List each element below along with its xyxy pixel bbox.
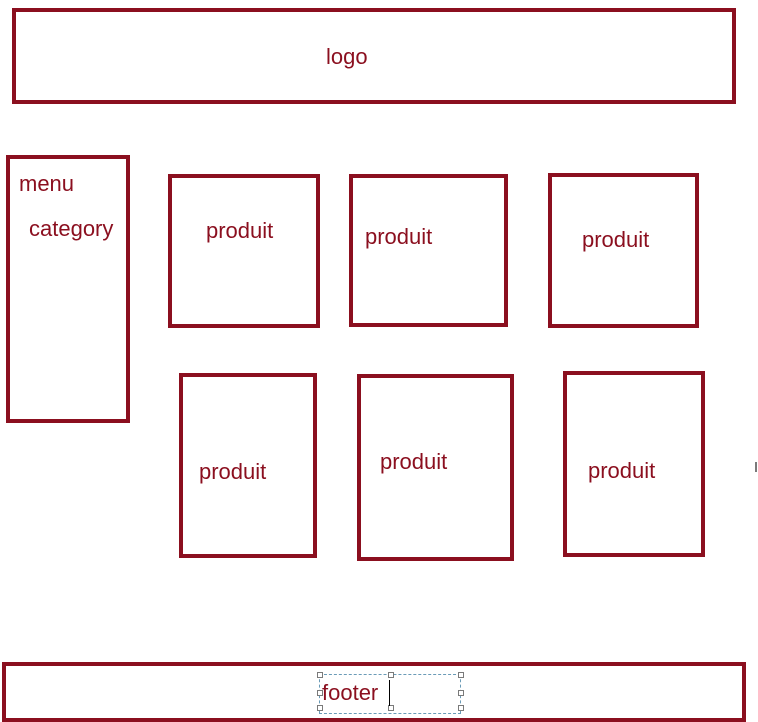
product-label-4: produit	[199, 459, 267, 484]
product-label-5: produit	[380, 449, 448, 474]
resize-handle-middle-right[interactable]	[458, 690, 464, 696]
product-label-1: produit	[206, 218, 274, 243]
product-box-1	[168, 174, 320, 328]
product-label-3: produit	[582, 227, 650, 252]
product-box-6	[563, 371, 705, 557]
product-box-5	[357, 374, 514, 561]
text-caret	[389, 680, 390, 706]
footer-label[interactable]: footer	[322, 680, 379, 705]
edge-marker	[755, 462, 757, 472]
logo-header-box	[12, 8, 736, 104]
resize-handle-middle-left[interactable]	[317, 690, 323, 696]
product-box-3	[548, 173, 699, 328]
product-box-4	[179, 373, 317, 558]
resize-handle-bottom-right[interactable]	[458, 705, 464, 711]
resize-handle-bottom-left[interactable]	[317, 705, 323, 711]
product-box-2	[349, 174, 508, 327]
menu-sidebar-box	[6, 155, 130, 423]
product-label-6: produit	[588, 458, 656, 483]
resize-handle-top-left[interactable]	[317, 672, 323, 678]
category-label: category	[29, 216, 114, 241]
menu-label: menu	[19, 171, 75, 196]
product-label-2: produit	[365, 224, 433, 249]
resize-handle-top-right[interactable]	[458, 672, 464, 678]
resize-handle-top-center[interactable]	[388, 672, 394, 678]
logo-label: logo	[326, 44, 368, 69]
